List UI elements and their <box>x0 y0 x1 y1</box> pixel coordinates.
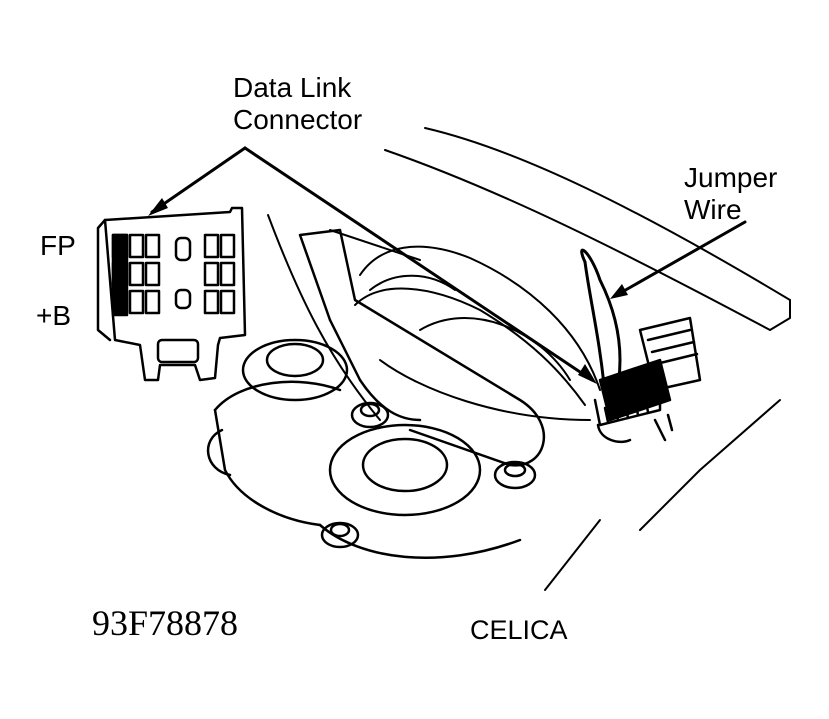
figure-code: 93F78878 <box>92 603 239 643</box>
fp-terminal-label: FP <box>40 230 76 261</box>
intake-duct <box>354 245 601 421</box>
bracket <box>298 228 546 490</box>
plus-b-terminal-label: +B <box>36 300 72 331</box>
data-link-label-line2: Connector <box>233 104 363 135</box>
data-link-connector-label: Data Link Connector <box>233 72 362 136</box>
arrowheads <box>148 198 628 384</box>
body-outline <box>267 127 791 591</box>
jumper-label-line1: Jumper <box>684 162 778 193</box>
connector-pinout <box>96 206 247 382</box>
vehicle-connector <box>593 316 702 444</box>
model-label: CELICA <box>470 615 568 645</box>
jumper-wire <box>580 248 622 402</box>
jumper-label-line2: Wire <box>684 194 742 225</box>
jumper-wire-label: Jumper Wire <box>684 162 777 226</box>
leader-lines <box>150 146 747 382</box>
data-link-label-line1: Data Link <box>233 72 352 103</box>
engine-block <box>206 338 522 560</box>
